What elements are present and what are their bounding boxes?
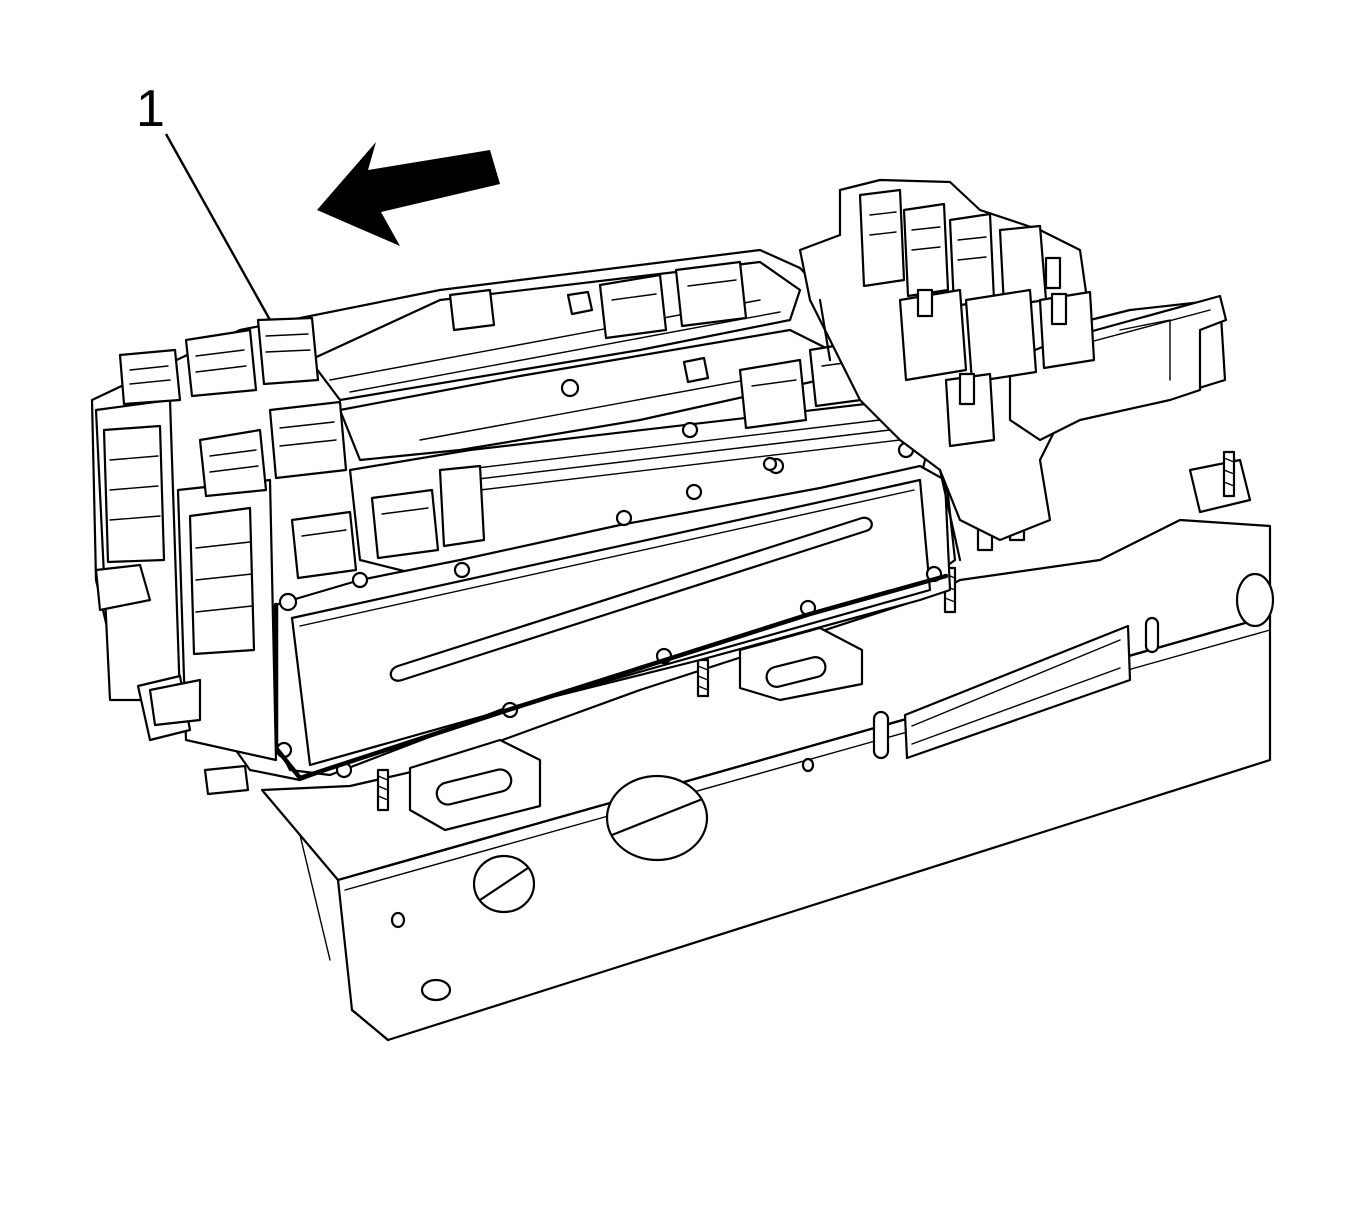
mount-bracket [1188, 458, 1252, 514]
direction-arrow-icon [317, 142, 500, 246]
module-top-rear [308, 260, 802, 402]
rail-small-hole [420, 978, 452, 1002]
callout-number: 1 [136, 80, 165, 138]
electrical-connector [184, 328, 258, 398]
frame-rail [260, 458, 1275, 1042]
rail-hole [1235, 572, 1275, 628]
bolt-head [682, 356, 710, 384]
electrical-connector [674, 260, 748, 328]
electrical-connector [738, 358, 808, 430]
electrical-connector [598, 273, 668, 340]
stud [376, 768, 390, 812]
electrical-connector [370, 488, 440, 560]
callout-leader-line [164, 133, 272, 321]
stud [696, 658, 710, 698]
callout-1: 1 [136, 80, 272, 321]
rail-small-hole [801, 757, 815, 773]
electrical-connector [290, 510, 358, 580]
rail-oval [872, 710, 890, 760]
rail-small-hole [390, 911, 406, 929]
electrical-connector [268, 400, 348, 480]
electrical-connector [118, 348, 182, 406]
junction-box [798, 178, 1228, 562]
rail-oval [1144, 616, 1160, 654]
electrical-connector [438, 464, 486, 548]
stud [1222, 450, 1236, 498]
electrical-connector [256, 316, 320, 386]
electrical-connector [448, 288, 496, 332]
battery-module-assembly [90, 248, 957, 796]
bolt-head [566, 290, 594, 316]
cover-slot [389, 516, 873, 682]
electrical-connector [198, 428, 268, 498]
